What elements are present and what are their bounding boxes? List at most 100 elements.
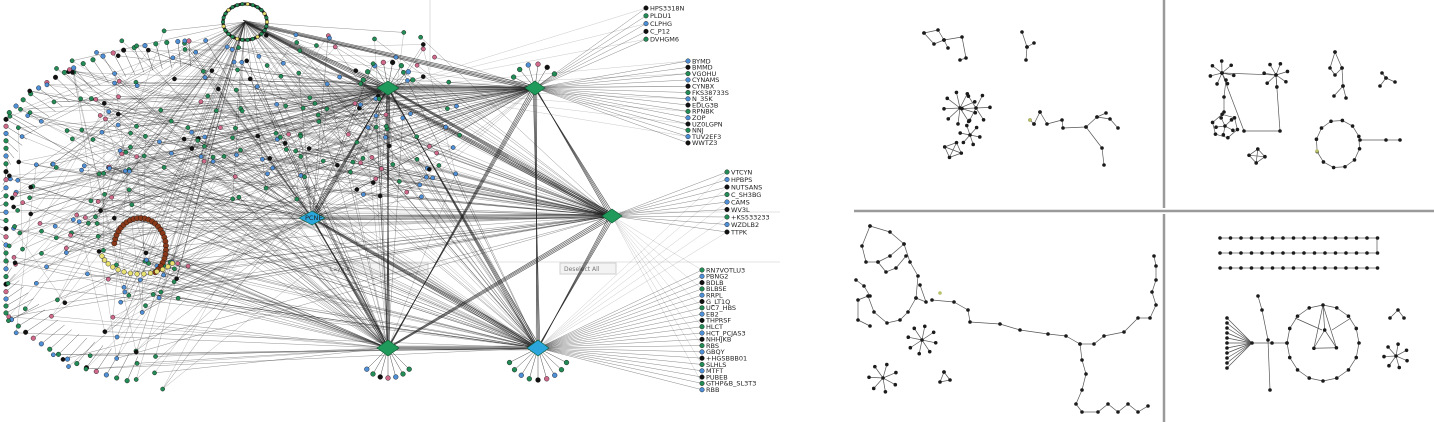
network-node [19, 134, 25, 139]
network-node [101, 100, 107, 106]
pendant-node [93, 368, 99, 374]
gene-node [699, 305, 705, 311]
network-edge [49, 329, 72, 350]
network-node [314, 43, 319, 48]
component-edge [1321, 120, 1332, 129]
network-edge [166, 42, 172, 68]
network-node [350, 159, 356, 165]
network-edge [536, 89, 611, 218]
hub-pendant [551, 71, 558, 77]
component-node [946, 46, 950, 50]
component-node [1344, 266, 1348, 270]
network-edge [104, 72, 404, 332]
network-node [233, 125, 238, 131]
component-node [1225, 326, 1229, 330]
network-node [230, 196, 235, 202]
network-node [286, 132, 291, 137]
quadrant-dividers [854, 0, 1434, 422]
component-edge [1388, 355, 1397, 366]
network-node [421, 46, 426, 52]
gene-node [699, 280, 705, 286]
network-edge [534, 87, 689, 106]
network-edge [246, 23, 611, 219]
network-node [51, 99, 57, 105]
component-edge [1269, 64, 1277, 76]
component-edge [1289, 315, 1298, 329]
component-edge [1275, 74, 1287, 83]
component-node [1092, 342, 1096, 346]
network-node [195, 138, 201, 143]
component-node [1278, 129, 1282, 133]
component-node [998, 322, 1002, 326]
gene-label: RPNBK [692, 108, 715, 116]
pendant-node [3, 258, 9, 264]
pendant-node [23, 329, 29, 335]
component-node [942, 38, 946, 42]
ring-node [264, 24, 269, 29]
network-node [153, 354, 158, 359]
component-edge [1081, 359, 1087, 375]
component-edge [1226, 342, 1253, 354]
network-node [170, 55, 176, 61]
component-node [1249, 266, 1254, 270]
network-edge [120, 215, 613, 303]
network-edge [354, 103, 539, 349]
network-node [417, 182, 423, 188]
network-edge [119, 81, 389, 349]
pendant-node [3, 185, 9, 191]
component-edge [961, 36, 967, 59]
component-node [1239, 266, 1243, 270]
network-node [353, 68, 359, 73]
component-edge [975, 106, 991, 109]
network-edge [104, 103, 389, 349]
gene-label: NNJ [692, 127, 704, 135]
component-node [1396, 308, 1400, 312]
component-node [916, 274, 920, 278]
gene-node [685, 89, 691, 95]
network-edge [133, 47, 145, 73]
component-node [1332, 94, 1336, 98]
network-edge [118, 217, 313, 230]
network-node [107, 166, 112, 171]
network-edge [13, 228, 65, 303]
component-node [930, 298, 934, 302]
network-node [70, 217, 76, 222]
network-edge [611, 215, 703, 290]
network-node [171, 279, 177, 285]
network-edge [537, 347, 703, 353]
component-edge [1065, 335, 1081, 345]
network-edge [9, 112, 38, 128]
component-node [938, 380, 942, 384]
component-edge [1267, 339, 1271, 391]
network-edge [64, 215, 613, 303]
layout-button[interactable] [317, 262, 429, 275]
network-edge [204, 136, 539, 349]
network-edge [41, 21, 246, 122]
network-node [81, 163, 87, 169]
component-node [1024, 58, 1028, 62]
network-edge [105, 118, 389, 349]
component-edge [1019, 329, 1049, 335]
deselect-all-button[interactable] [559, 262, 617, 275]
pendant-node [15, 323, 21, 329]
network-node [254, 84, 260, 89]
component-node [862, 284, 866, 288]
gene-label: N_35K [692, 95, 713, 103]
network-node [116, 78, 122, 84]
gene-node [685, 134, 691, 140]
pendant-node [20, 97, 26, 103]
network-node [203, 38, 208, 43]
ring-node [223, 11, 228, 16]
component-edge [1322, 304, 1337, 348]
gene-node [699, 355, 705, 361]
ring-node [250, 36, 255, 41]
network-edge [136, 71, 204, 157]
network-node [137, 277, 143, 283]
component-node [1256, 294, 1260, 298]
network-edge [56, 215, 613, 239]
network-edge [269, 158, 613, 217]
component-edge [918, 339, 923, 354]
component-edge [1101, 147, 1105, 166]
component-node [966, 94, 971, 99]
network-node [300, 105, 306, 111]
